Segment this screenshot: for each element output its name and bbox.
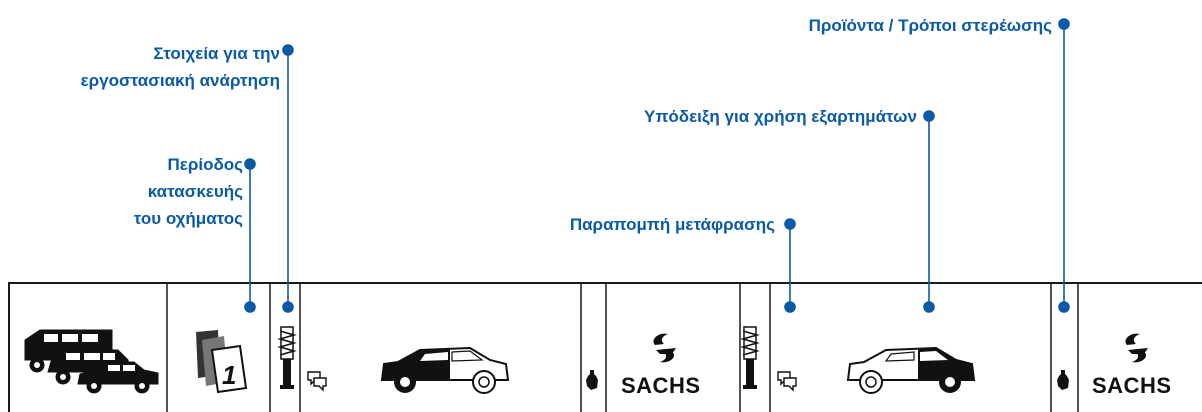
leader-dot-translation-reference-bottom <box>784 301 796 313</box>
sachs-brand-text-1: SACHS <box>621 373 701 398</box>
label-translation-reference: Παραπομπή μετάφρασης <box>569 215 775 234</box>
leader-dot-factory-suspension-bottom <box>282 301 294 313</box>
label-factory-suspension: Στοιχεία για την εργοστασιακή ανάρτηση <box>81 40 280 94</box>
label-products-mounting: Προϊόντα / Τρόποι στερέωσης <box>808 16 1052 35</box>
svg-text:1: 1 <box>222 360 236 390</box>
translation-icon-2 <box>777 371 797 392</box>
calendar-icon: 1 <box>196 330 248 394</box>
leader-dot-translation-reference-top <box>784 218 796 230</box>
leader-dot-products-mounting-bottom <box>1058 301 1070 313</box>
sachs-logo-icon-2 <box>1125 333 1148 363</box>
shock-absorber-icon <box>277 326 297 389</box>
leader-dot-production-period-top <box>244 158 256 170</box>
callout-leaders <box>244 18 1070 313</box>
wrench-icon-2 <box>1057 370 1069 390</box>
translation-icon <box>307 371 327 392</box>
label-production-period: Περίοδος κατασκευής του οχήματος <box>134 151 243 232</box>
label-factory-suspension-line2: εργοστασιακή ανάρτηση <box>80 71 280 90</box>
leader-dot-production-period-bottom <box>244 301 256 313</box>
label-factory-suspension-line1: Στοιχεία για την <box>153 44 280 63</box>
sachs-logo-icon <box>653 333 676 363</box>
legend-table <box>8 282 1202 412</box>
car-rear-axle-icon <box>846 346 976 394</box>
label-parts-usage-hint: Υπόδειξη για χρήση εξαρτημάτων <box>644 107 917 126</box>
wrench-icon <box>586 370 598 390</box>
shock-absorber-icon-2 <box>740 326 760 389</box>
label-production-period-line1: Περίοδος <box>167 155 243 174</box>
leader-dot-products-mounting-top <box>1058 18 1070 30</box>
label-production-period-line2: κατασκευής <box>147 182 243 201</box>
vehicles-icon <box>24 329 159 394</box>
leader-dot-parts-usage-hint-top <box>923 110 935 122</box>
sachs-brand-text-2: SACHS <box>1092 373 1172 398</box>
leader-dot-parts-usage-hint-bottom <box>923 301 935 313</box>
leader-dot-factory-suspension-top <box>282 44 294 56</box>
car-front-axle-icon <box>380 346 510 394</box>
label-production-period-line3: του οχήματος <box>133 209 243 228</box>
